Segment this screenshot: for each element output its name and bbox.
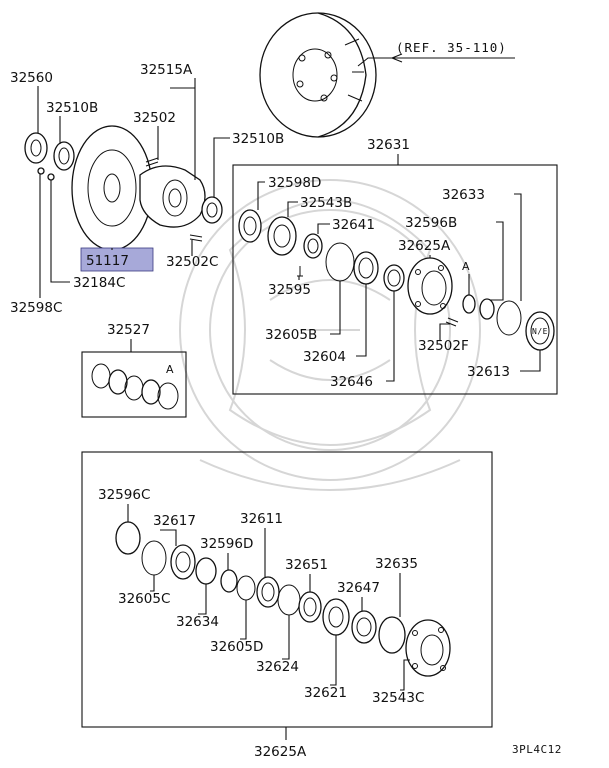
callout-32647: 32647 xyxy=(337,580,380,596)
bottom-box-parts xyxy=(115,521,451,677)
callout-32634: 32634 xyxy=(176,614,219,630)
callout-32502: 32502 xyxy=(133,110,176,126)
callout-32651: 32651 xyxy=(285,557,328,573)
callout-32611: 32611 xyxy=(240,511,283,527)
box-32631-parts xyxy=(238,209,555,351)
callout-32625a-top: 32625A xyxy=(398,238,451,254)
highlighted-part-box[interactable] xyxy=(80,247,154,272)
group-box-32631 xyxy=(232,164,558,395)
diagram-code: 3PL4C12 xyxy=(512,743,562,756)
group-box-32625a xyxy=(81,451,493,728)
callout-32605b: 32605B xyxy=(265,327,317,343)
callout-32598d: 32598D xyxy=(268,175,321,191)
callout-32617: 32617 xyxy=(153,513,196,529)
left-leader-lines xyxy=(37,78,230,298)
callout-32560: 32560 xyxy=(10,70,53,86)
callout-32502f: 32502F xyxy=(418,338,469,354)
group-box-32527 xyxy=(81,351,187,418)
callout-32502c: 32502C xyxy=(166,254,218,270)
callout-32624: 32624 xyxy=(256,659,299,675)
callout-32641: 32641 xyxy=(332,217,375,233)
reference-label: (REF. 35-110) xyxy=(396,40,507,55)
bottom-box-leaders xyxy=(127,504,410,740)
callout-32621: 32621 xyxy=(304,685,347,701)
label-a-kit: A xyxy=(166,363,174,376)
callout-32635: 32635 xyxy=(375,556,418,572)
hub-rotor-assembly xyxy=(24,125,223,251)
callout-32596b: 32596B xyxy=(405,215,457,231)
cap-marking: N/E xyxy=(532,327,548,336)
callout-32543c: 32543C xyxy=(372,690,424,706)
callout-32605c: 32605C xyxy=(118,591,170,607)
callout-32595: 32595 xyxy=(268,282,311,298)
callout-32625a-bottom: 32625A xyxy=(254,744,307,760)
callout-32613: 32613 xyxy=(467,364,510,380)
brake-rotor-reference xyxy=(259,12,377,138)
reference-leader xyxy=(391,53,515,63)
callout-32527: 32527 xyxy=(107,322,150,338)
callout-32605d: 32605D xyxy=(210,639,263,655)
kit-32527-rings xyxy=(91,363,179,410)
callout-32184c: 32184C xyxy=(73,275,125,291)
reference-arrow xyxy=(357,57,392,67)
label-a-top: A xyxy=(462,260,470,273)
callout-32543b: 32543B xyxy=(300,195,352,211)
callout-32515a: 32515A xyxy=(140,62,193,78)
callout-32596c: 32596C xyxy=(98,487,150,503)
callout-32646: 32646 xyxy=(330,374,373,390)
callout-32633: 32633 xyxy=(442,187,485,203)
box-32631-leaders xyxy=(257,181,541,382)
watermark-emblem xyxy=(179,179,481,491)
callout-32510b-left: 32510B xyxy=(46,100,98,116)
callout-32604: 32604 xyxy=(303,349,346,365)
highlighted-part-label[interactable]: 51117 xyxy=(86,253,129,269)
callout-32596d: 32596D xyxy=(200,536,253,552)
callout-32598c: 32598C xyxy=(10,300,62,316)
callout-32510b-right: 32510B xyxy=(232,131,284,147)
callout-32631: 32631 xyxy=(367,137,410,153)
